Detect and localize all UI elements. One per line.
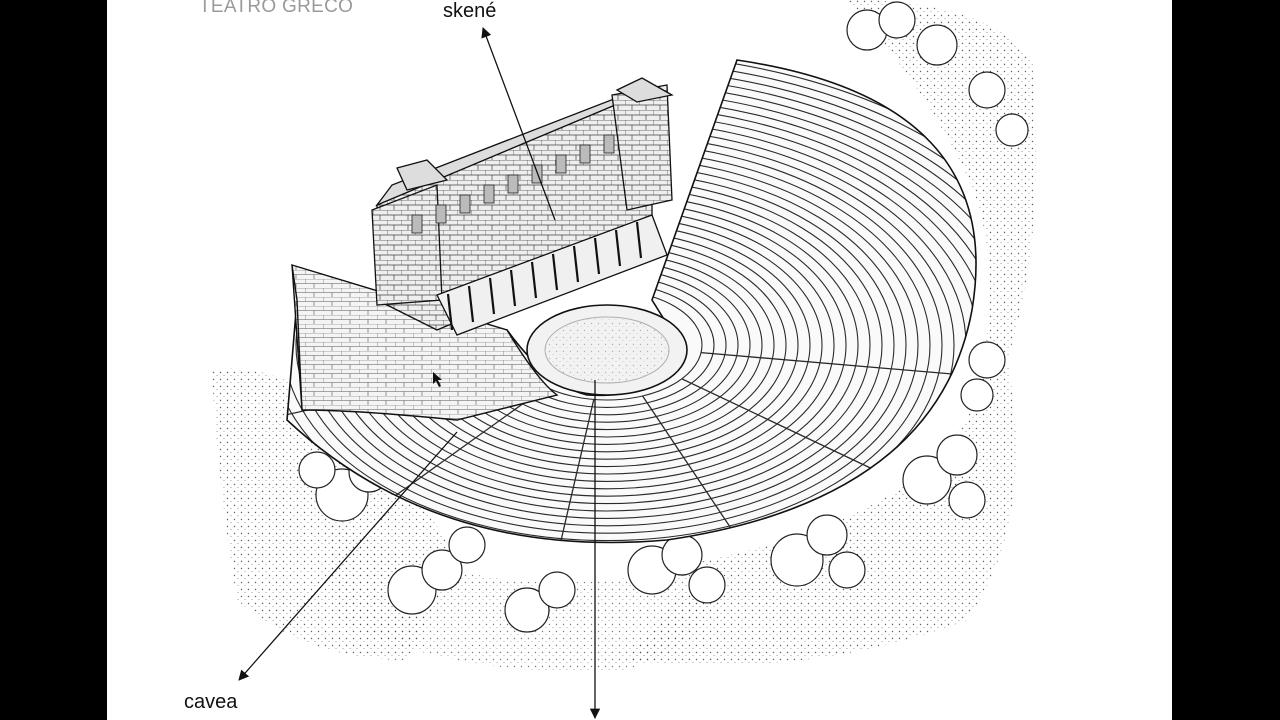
- slide-title: TEATRO GRECO: [199, 0, 354, 17]
- slide: TEATRO GRECO skené cavea: [107, 0, 1172, 720]
- mouse-cursor-icon: [433, 372, 442, 387]
- label-cavea: cavea: [184, 691, 238, 713]
- skene-pointer: [481, 27, 556, 221]
- greek-theatre-illustration: [212, 0, 1037, 720]
- cavea-pointer: [238, 431, 458, 681]
- label-skene: skené: [443, 0, 497, 22]
